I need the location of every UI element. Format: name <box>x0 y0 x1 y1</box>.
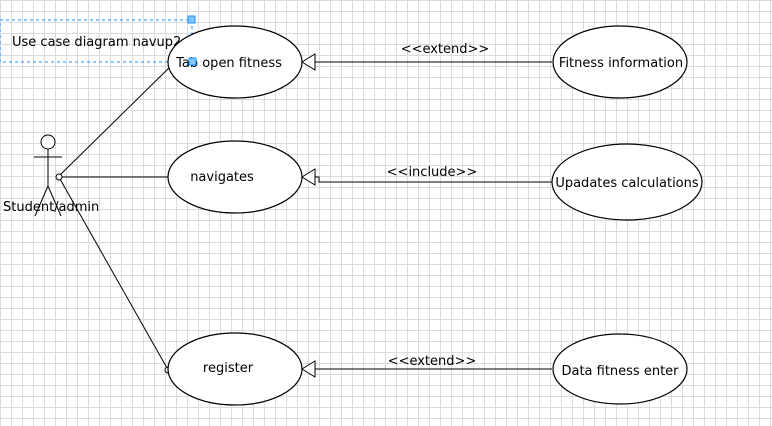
usecase-upadates-calculations[interactable]: Upadates calculations <box>551 143 703 221</box>
relation-label: <<extend>> <box>388 354 477 369</box>
usecase-register[interactable]: register <box>167 332 303 406</box>
usecase-ellipse <box>167 25 303 99</box>
usecase-label: Fitness information <box>559 56 683 71</box>
association-tab[interactable] <box>59 61 176 176</box>
usecase-label: navigates <box>190 170 254 185</box>
association-endpoint <box>55 173 63 181</box>
generalization-arrow-icon <box>301 53 316 71</box>
actor-head <box>40 134 56 150</box>
actor-leg-right <box>47 185 62 217</box>
usecase-data-fitness-enter[interactable]: Data fitness enter <box>552 333 688 405</box>
actor-label: Student/admin <box>3 200 99 215</box>
usecase-label: Upadates calculations <box>555 176 699 191</box>
usecase-label: Tab open fitness <box>175 56 282 71</box>
usecase-ellipse <box>552 333 688 405</box>
usecase-ellipse <box>552 25 688 99</box>
generalization-arrow-icon <box>301 168 316 186</box>
relation-label: <<extend>> <box>401 42 490 57</box>
association-reg[interactable] <box>59 178 168 369</box>
usecase-navigates[interactable]: navigates <box>167 140 303 214</box>
usecase-ellipse <box>167 332 303 406</box>
usecase-label: register <box>203 361 254 376</box>
usecase-ellipse <box>551 143 703 221</box>
relation-line <box>315 176 552 183</box>
relation-include-nav[interactable]: <<include>> <box>301 165 552 186</box>
connection-handle[interactable] <box>188 57 197 66</box>
resize-handle[interactable] <box>187 15 196 24</box>
relation-label: <<include>> <box>387 165 478 180</box>
usecase-fitness-information[interactable]: Fitness information <box>552 25 688 99</box>
usecase-ellipse <box>167 140 303 214</box>
actor-student-admin[interactable]: Student/admin <box>3 134 99 217</box>
usecase-label: Data fitness enter <box>561 364 679 379</box>
diagram-title: Use case diagram navup2 <box>12 35 181 50</box>
usecase-tab-open-fitness[interactable]: Tab open fitness <box>167 25 303 99</box>
generalization-arrow-icon <box>301 360 316 378</box>
title-shape[interactable]: Use case diagram navup2 <box>0 15 196 63</box>
relation-extend-tab[interactable]: <<extend>> <box>301 42 552 71</box>
associations <box>55 61 176 374</box>
actor-leg-left <box>34 185 49 217</box>
relation-extend-reg[interactable]: <<extend>> <box>301 354 552 378</box>
